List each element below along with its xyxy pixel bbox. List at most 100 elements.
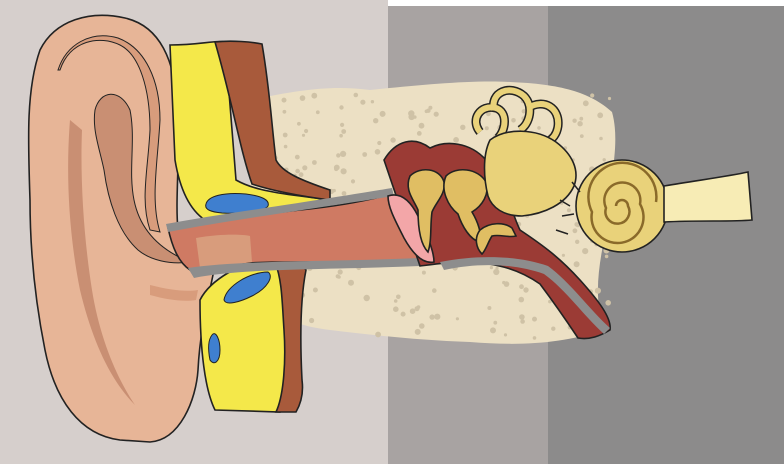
bone-dot	[577, 121, 582, 126]
bone-dot	[348, 280, 354, 286]
bone-dot	[377, 141, 381, 145]
bone-dot	[362, 152, 367, 157]
bone-dot	[339, 134, 343, 138]
bone-dot	[415, 329, 421, 335]
bone-dot	[297, 122, 301, 126]
bone-dot	[562, 254, 565, 257]
bone-dot	[519, 297, 525, 303]
bone-dot	[300, 95, 306, 101]
bone-dot	[338, 269, 343, 274]
bone-dot	[340, 123, 344, 127]
bone-dot	[283, 110, 287, 114]
bone-dot	[453, 137, 459, 143]
bone-dot	[417, 131, 422, 136]
bone-dot	[360, 100, 365, 105]
bone-dot	[393, 306, 399, 312]
bone-dot	[283, 133, 288, 138]
bone-dot	[520, 319, 525, 324]
bone-dot	[336, 274, 340, 278]
bone-dot	[341, 129, 346, 134]
bone-dot	[375, 332, 381, 338]
bone-dot	[456, 317, 459, 320]
bone-dot	[422, 271, 426, 275]
bone-dot	[504, 333, 507, 336]
bone-dot	[432, 288, 437, 293]
bone-dot	[295, 155, 300, 160]
bone-dot	[493, 269, 499, 275]
bone-dot	[419, 323, 425, 329]
bone-dot	[504, 281, 510, 287]
bone-dot	[351, 179, 355, 183]
bone-dot	[605, 300, 611, 306]
bone-dot	[603, 158, 606, 161]
bone-dot	[490, 266, 493, 269]
bone-dot	[302, 165, 307, 170]
bone-dot	[574, 261, 580, 267]
bone-dot	[519, 284, 524, 289]
bone-dot	[408, 110, 414, 116]
bone-dot	[533, 336, 537, 340]
bone-dot	[608, 97, 611, 100]
bone-dot	[336, 153, 340, 157]
bone-dot	[582, 248, 588, 254]
bone-dot	[309, 318, 314, 323]
bone-dot	[304, 129, 308, 133]
bone-dot	[460, 125, 465, 130]
bone-dot	[597, 112, 603, 118]
bone-dot	[312, 160, 317, 165]
bone-dot	[417, 305, 421, 309]
bone-dot	[410, 308, 416, 314]
bone-dot	[590, 93, 594, 97]
bone-dot	[434, 314, 440, 320]
bone-dot	[295, 169, 300, 174]
bone-dot	[284, 145, 288, 149]
bone-dot	[573, 228, 578, 233]
bone-dot	[341, 168, 347, 174]
bone-dot	[493, 321, 497, 325]
bone-dot	[396, 295, 401, 300]
bone-dot	[373, 118, 378, 123]
bone-dot	[434, 112, 439, 117]
bone-dot	[342, 191, 347, 196]
bone-dot	[302, 134, 305, 137]
bone-dot	[334, 167, 338, 171]
bone-dot	[339, 105, 343, 109]
bone-dot	[354, 93, 359, 98]
bone-dot	[390, 137, 395, 142]
bone-dot	[519, 314, 525, 320]
bone-dot	[511, 118, 516, 123]
bone-dot	[375, 149, 381, 155]
bone-dot	[316, 110, 320, 114]
bone-dot	[485, 126, 489, 130]
bone-dot	[605, 255, 609, 259]
bone-dot	[580, 134, 584, 138]
bone-dot	[595, 288, 601, 294]
bone-dot	[567, 208, 571, 212]
bone-dot	[583, 100, 589, 106]
bone-dot	[299, 172, 304, 177]
bone-dot	[401, 312, 406, 317]
bone-dot	[394, 299, 398, 303]
bone-dot	[371, 100, 374, 103]
bone-dot	[572, 119, 576, 123]
bone-dot	[523, 287, 528, 292]
bone-dot	[599, 137, 603, 141]
bone-dot	[340, 151, 346, 157]
bone-dot	[425, 110, 429, 114]
bone-dot	[380, 111, 386, 117]
bone-dot	[313, 288, 318, 293]
bone-dot	[575, 240, 579, 244]
canal-hair-zone	[196, 235, 252, 268]
bone-dot	[579, 117, 583, 121]
bone-dot	[311, 93, 317, 99]
bone-dot	[532, 317, 537, 322]
bone-dot	[490, 327, 496, 333]
bone-dot	[537, 126, 541, 130]
bone-dot	[419, 123, 425, 129]
bone-dot	[282, 98, 287, 103]
bone-dot	[364, 295, 370, 301]
bone-dot	[429, 314, 434, 319]
bone-dot	[333, 189, 336, 192]
